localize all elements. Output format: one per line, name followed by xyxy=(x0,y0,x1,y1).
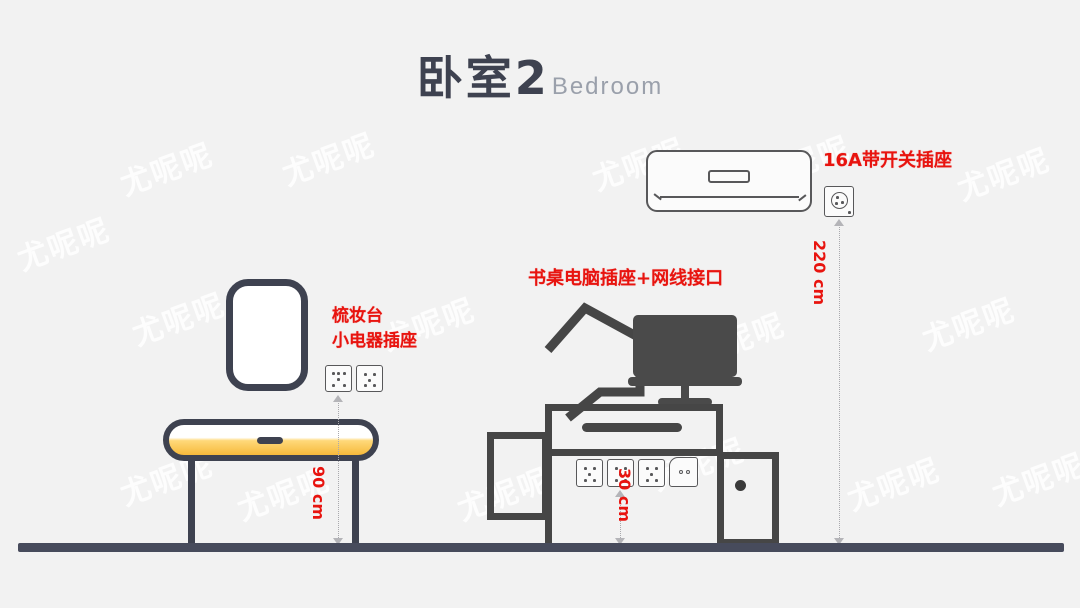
arrow-down-icon xyxy=(333,538,343,545)
socket-hole xyxy=(343,384,346,387)
desk-drawer-handle[interactable] xyxy=(582,423,682,432)
dimension-90-label: 90 cm xyxy=(309,466,328,520)
arrow-down-icon xyxy=(834,538,844,545)
socket-hole xyxy=(364,373,367,376)
dressing-table-mirror xyxy=(226,279,308,391)
socket-hole xyxy=(624,467,627,470)
socket-hole xyxy=(655,479,658,482)
socket-hole xyxy=(364,384,367,387)
watermark: 尤呢呢 xyxy=(116,137,219,204)
socket-hole xyxy=(619,473,622,476)
round-socket-hole xyxy=(841,201,844,204)
round-socket-switch-dot xyxy=(848,211,851,214)
socket-hole xyxy=(646,467,649,470)
power-socket-icon[interactable] xyxy=(576,459,603,487)
arrow-up-icon xyxy=(615,490,625,497)
socket-hole xyxy=(343,372,346,375)
monitor-bezel-bottom xyxy=(628,377,742,386)
air-conditioner-vent xyxy=(660,196,799,199)
air-conditioner-body xyxy=(646,150,812,212)
dimension-line-90 xyxy=(338,400,340,544)
socket-hole xyxy=(337,372,340,375)
socket-hole xyxy=(332,384,335,387)
arrow-up-icon xyxy=(333,395,343,402)
socket-hole xyxy=(588,473,591,476)
arrow-up-icon xyxy=(834,219,844,226)
socket-hole xyxy=(332,372,335,375)
network-port-icon[interactable] xyxy=(669,457,698,487)
desk-right-cabinet[interactable] xyxy=(717,452,779,546)
dressing-table-leg xyxy=(352,458,359,546)
dresser-label-line2: 小电器插座 xyxy=(332,331,417,351)
watermark: 尤呢呢 xyxy=(918,292,1021,359)
dresser-label-line1: 梳妆台 xyxy=(332,306,383,326)
arrow-down-icon xyxy=(615,538,625,545)
page-title-chinese: 卧室2 xyxy=(416,51,550,105)
chair-outline xyxy=(544,302,645,422)
power-socket-icon[interactable] xyxy=(356,365,383,392)
round-socket-ring xyxy=(831,192,848,209)
power-socket-icon[interactable] xyxy=(638,459,665,487)
socket-hole xyxy=(584,479,587,482)
watermark: 尤呢呢 xyxy=(843,452,946,519)
socket-hole xyxy=(373,373,376,376)
socket-hole xyxy=(615,479,618,482)
round-socket-icon[interactable] xyxy=(824,186,854,217)
watermark: 尤呢呢 xyxy=(988,447,1080,514)
dressing-table-drawer-handle[interactable] xyxy=(257,437,283,444)
round-socket-hole xyxy=(835,202,838,205)
dimension-line-220 xyxy=(839,224,841,544)
monitor-screen xyxy=(633,315,737,377)
air-conditioner-display-panel xyxy=(708,170,750,183)
socket-hole xyxy=(655,467,658,470)
page-title: 卧室2Bedroom xyxy=(0,42,1080,108)
watermark: 尤呢呢 xyxy=(128,287,231,354)
socket-hole xyxy=(615,467,618,470)
desk-label: 书桌电脑插座+网线接口 xyxy=(528,268,724,289)
socket-hole xyxy=(650,473,653,476)
socket-hole xyxy=(373,384,376,387)
socket-hole xyxy=(337,378,340,381)
socket-hole xyxy=(368,379,371,382)
monitor-stand-base xyxy=(658,398,712,406)
desk-left-panel xyxy=(487,432,549,520)
dimension-30-label: 30 cm xyxy=(615,468,634,522)
dressing-table-leg xyxy=(188,458,195,546)
socket-hole xyxy=(624,479,627,482)
monitor-stand-neck xyxy=(681,386,689,400)
socket-hole xyxy=(593,479,596,482)
socket-hole xyxy=(646,479,649,482)
cabinet-knob-icon[interactable] xyxy=(735,480,746,491)
watermark: 尤呢呢 xyxy=(278,127,381,194)
dimension-line-30 xyxy=(620,495,622,544)
page-title-english: Bedroom xyxy=(551,73,664,100)
watermark: 尤呢呢 xyxy=(13,212,116,279)
socket-hole xyxy=(593,467,596,470)
power-socket-icon[interactable] xyxy=(325,365,352,392)
round-socket-hole xyxy=(836,196,839,199)
watermark: 尤呢呢 xyxy=(953,142,1056,209)
socket-hole xyxy=(584,467,587,470)
ac-socket-label: 16A带开关插座 xyxy=(823,150,952,171)
power-socket-icon[interactable] xyxy=(607,459,634,487)
floor-line xyxy=(18,543,1064,552)
dimension-220-label: 220 cm xyxy=(810,240,829,306)
desk-left-support-post xyxy=(545,404,552,546)
network-port-jack xyxy=(679,470,683,474)
network-port-jack xyxy=(686,470,690,474)
